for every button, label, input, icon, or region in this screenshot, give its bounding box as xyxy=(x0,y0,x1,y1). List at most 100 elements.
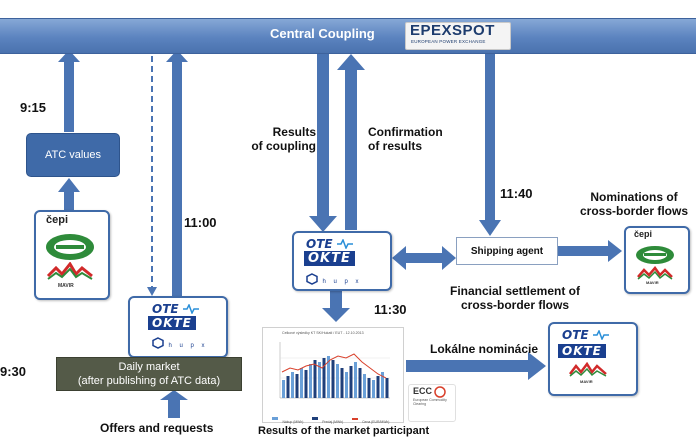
local-nominations-logos-card xyxy=(548,322,638,396)
chart-thumbnail-bar xyxy=(309,364,312,398)
chart-thumbnail-title: Celkové výsledky KT SK/Hukatl / EUT - 12… xyxy=(282,331,364,335)
okte-logo-right: OKTE xyxy=(558,344,606,358)
atc-values-box: ATC values xyxy=(26,133,120,177)
legend-swatch-3 xyxy=(351,417,358,420)
daily-market-box: Daily market (after publishing of ATC da… xyxy=(56,357,242,391)
nominations-line2: cross-border flows xyxy=(579,204,689,218)
ote-logo-right: OTE xyxy=(562,326,610,344)
cepi-logo-right: čepi xyxy=(634,229,653,239)
banner-title: Central Coupling xyxy=(270,26,375,41)
arrow-coupling-to-shipping xyxy=(479,52,501,236)
mavir-label-right: MAVIR xyxy=(646,280,659,285)
seps-logo-right xyxy=(636,246,674,264)
chart-thumbnail-bar xyxy=(376,376,380,398)
chart-thumbnail-bar xyxy=(295,374,299,398)
chart-thumbnail-bar xyxy=(300,368,303,398)
arrow-lokalne-nominacie xyxy=(406,352,546,380)
confirmation-line2: of results xyxy=(368,139,423,153)
chart-thumbnail-bar xyxy=(367,378,371,398)
mavir-logo-right xyxy=(637,266,673,280)
chart-thumbnail-bar xyxy=(363,374,366,398)
ote-wave-icon xyxy=(593,328,610,341)
arrow-ote-shipping-bidirectional xyxy=(392,246,456,270)
legend-label-1: Nákup (MWh) xyxy=(282,420,304,424)
epexspot-logo xyxy=(405,22,511,50)
financial-settlement-label: Financial settlement of cross-border flo… xyxy=(430,284,600,312)
time-9-15: 9:15 xyxy=(20,100,47,115)
mavir-label-left: MAVIR xyxy=(58,283,74,289)
lokalne-nominacie-label: Lokálne nominácie xyxy=(430,342,539,356)
time-11-30: 11:30 xyxy=(374,302,407,317)
chart-thumbnail-plot xyxy=(279,342,390,399)
okte-logo-center: OKTE xyxy=(304,251,355,266)
chart-thumbnail-bar xyxy=(318,362,321,398)
okte-logo-daily: OKTE xyxy=(148,316,196,330)
legend-label-3: Cena (EUR/MWh) xyxy=(362,420,390,424)
time-11-00: 11:00 xyxy=(184,215,217,230)
chart-thumbnail-bars xyxy=(282,356,389,398)
chart-thumbnail-bar xyxy=(345,372,348,398)
arrow-logos-to-atc xyxy=(58,178,80,210)
ote-label-right: OTE xyxy=(562,328,589,342)
chart-thumbnail-bar xyxy=(385,378,389,398)
results-of-coupling-label: Results of coupling xyxy=(250,125,316,153)
ote-wave-icon xyxy=(337,237,354,250)
seps-logo-left xyxy=(46,234,94,260)
ote-wave-icon xyxy=(183,302,200,315)
confirmation-of-results-label: Confirmation of results xyxy=(368,125,443,153)
chart-thumbnail-bar xyxy=(372,380,375,398)
chart-thumbnail-bar xyxy=(282,380,285,398)
chart-thumbnail-bar xyxy=(313,360,317,398)
nominations-label: Nominations of cross-border flows xyxy=(572,190,696,218)
offers-requests-label: Offers and requests xyxy=(100,421,214,435)
legend-swatch-1 xyxy=(272,417,278,421)
settlement-line2: cross-border flows xyxy=(460,298,570,312)
shipping-agent-label: Shipping agent xyxy=(470,245,544,257)
results-participant-label: Results of the market participant xyxy=(258,425,430,437)
chart-thumbnail-bar xyxy=(331,360,335,398)
ecc-circle-icon xyxy=(434,386,446,398)
cepi-logo-left: čepi xyxy=(46,214,69,226)
epexspot-subtitle: EUROPEAN POWER EXCHANGE xyxy=(411,39,486,44)
arrow-offers-up xyxy=(160,390,188,418)
confirmation-line1: Confirmation xyxy=(368,125,443,139)
arrow-ote-to-results xyxy=(322,286,350,322)
chart-thumbnail-bar xyxy=(354,362,357,398)
chart-thumbnail-bar xyxy=(304,370,308,398)
ecc-label: ECC xyxy=(413,386,433,396)
chart-thumbnail-bar xyxy=(286,376,290,398)
ecc-subtitle: European Commodity Clearing xyxy=(413,398,447,406)
mavir-label-bottom: MAVIR xyxy=(580,379,593,384)
chart-thumbnail-bar xyxy=(291,372,294,398)
settlement-line1: Financial settlement of xyxy=(449,284,581,298)
hupx-label-center: h u p x xyxy=(322,279,362,285)
hupx-label-daily: h u p x xyxy=(168,343,208,349)
legend-label-2: Predaj (MWh) xyxy=(322,420,344,424)
hupx-logo-center: h u p x xyxy=(306,270,361,288)
nominations-line1: Nominations of xyxy=(590,190,678,204)
ote-label-daily: OTE xyxy=(152,302,179,316)
mavir-logo-bottom xyxy=(569,362,607,377)
mavir-logo-left xyxy=(46,262,93,280)
ote-logo-daily: OTE xyxy=(152,300,200,318)
daily-market-title: Daily market xyxy=(118,361,180,373)
chart-thumbnail-bar xyxy=(340,368,344,398)
shipping-agent-box: Shipping agent xyxy=(456,237,558,265)
atc-values-label: ATC values xyxy=(44,149,102,161)
central-coupling-banner xyxy=(0,18,696,54)
hupx-hex-icon xyxy=(306,272,318,285)
chart-thumbnail-bar xyxy=(349,366,353,398)
arrow-shipping-to-nominations xyxy=(556,240,622,262)
ote-logo-center: OTE xyxy=(306,235,354,253)
hupx-hex-icon xyxy=(152,336,164,349)
chart-thumbnail-bar xyxy=(322,358,326,398)
legend-swatch-2 xyxy=(311,417,318,421)
hupx-logo-daily: h u p x xyxy=(152,334,207,352)
ote-label-center: OTE xyxy=(306,237,333,251)
arrow-daily-to-coupling xyxy=(166,50,188,296)
arrow-confirmation-up xyxy=(337,54,365,230)
chart-thumbnail-bar xyxy=(358,368,362,398)
chart-thumbnail-bar xyxy=(381,372,384,398)
chart-thumbnail-bar xyxy=(327,356,330,398)
